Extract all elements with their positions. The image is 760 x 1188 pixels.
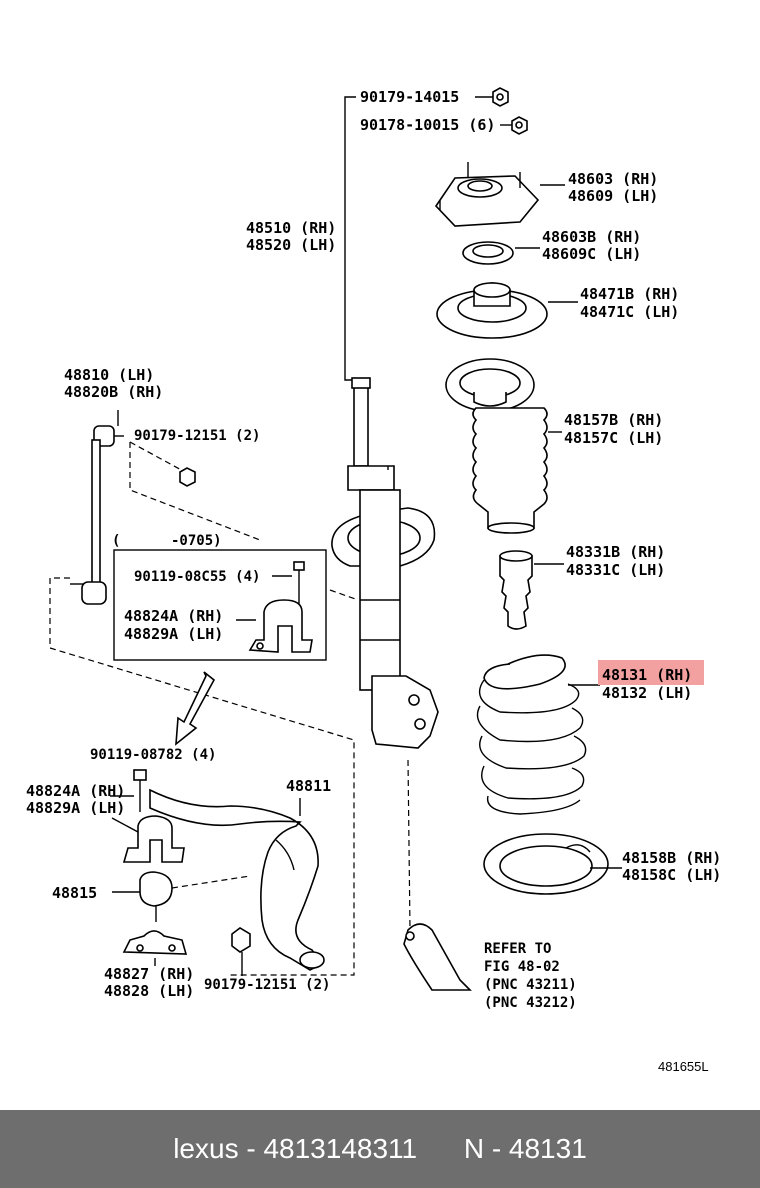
label-90179-12151-top: 90179-12151 (2) xyxy=(134,428,260,444)
refer-line-1: REFER TO xyxy=(484,941,551,957)
label-48810: 48810 (LH) xyxy=(64,366,154,384)
label-48131-highlighted[interactable]: 48131 (RH) xyxy=(602,666,692,684)
label-48815: 48815 xyxy=(52,884,97,902)
label-48829A-inset: 48829A (LH) xyxy=(124,625,223,643)
label-48471C: 48471C (LH) xyxy=(580,303,679,321)
label-48603B: 48603B (RH) xyxy=(542,228,641,246)
label-48827: 48827 (RH) xyxy=(104,965,194,983)
label-48824A-inset: 48824A (RH) xyxy=(124,607,223,625)
refer-line-2: FIG 48-02 xyxy=(484,959,560,975)
label-48471B: 48471B (RH) xyxy=(580,285,679,303)
diagram-code: 481655L xyxy=(658,1059,709,1074)
label-48157C: 48157C (LH) xyxy=(564,429,663,447)
label-48158B: 48158B (RH) xyxy=(622,849,721,867)
bolt-icon xyxy=(293,561,305,604)
label-48820B: 48820B (RH) xyxy=(64,383,163,401)
spring-seat-icon xyxy=(436,282,548,339)
label-48603: 48603 (RH) xyxy=(568,170,658,188)
label-48510: 48510 (RH) xyxy=(246,219,336,237)
label-90119-08782: 90119-08782 (4) xyxy=(90,747,216,763)
label-90179-12151-bottom: 90179-12151 (2) xyxy=(204,977,330,993)
footer-brand: lexus xyxy=(173,1133,239,1164)
bracket-icon xyxy=(122,930,188,955)
arrow-down-icon xyxy=(175,671,216,746)
dust-boot-icon xyxy=(445,358,548,534)
label-48829A: 48829A (LH) xyxy=(26,799,125,817)
footer-gap xyxy=(417,1133,464,1165)
label-48158C: 48158C (LH) xyxy=(622,866,721,884)
label-48331C: 48331C (LH) xyxy=(566,561,665,579)
nut-icon xyxy=(511,116,528,135)
highlight-box xyxy=(598,660,704,685)
refer-line-4: (PNC 43212) xyxy=(484,995,577,1011)
bump-stopper-icon xyxy=(499,550,533,630)
label-48811: 48811 xyxy=(286,777,331,795)
coil-spring-icon[interactable] xyxy=(476,654,587,815)
footer-bar: lexus - 4813148311 N - 48131 xyxy=(0,1110,760,1188)
nut-icon xyxy=(492,87,509,107)
label-48609: 48609 (LH) xyxy=(568,187,658,205)
inset-box xyxy=(113,549,327,661)
shock-absorber-icon xyxy=(331,377,439,749)
label-48520: 48520 (LH) xyxy=(246,236,336,254)
bracket-icon xyxy=(122,815,185,863)
label-90179-14015: 90179-14015 xyxy=(360,88,459,106)
label-date-range: ( -0705) xyxy=(112,533,222,549)
label-48824A: 48824A (RH) xyxy=(26,782,125,800)
label-48157B: 48157B (RH) xyxy=(564,411,663,429)
label-90119-08C55: 90119-08C55 (4) xyxy=(134,569,260,585)
label-48609C: 48609C (LH) xyxy=(542,245,641,263)
label-48828: 48828 (LH) xyxy=(104,982,194,1000)
nut-icon xyxy=(231,927,251,953)
refer-line-3: (PNC 43211) xyxy=(484,977,577,993)
footer-part-number: 4813148311 xyxy=(263,1133,418,1164)
lower-insulator-icon xyxy=(483,833,609,895)
parts-diagram: 90179-14015 90178-10015 (6) 48603 (RH) 4… xyxy=(26,87,721,1074)
stabilizer-link-icon xyxy=(70,425,124,605)
footer-separator: - xyxy=(238,1133,264,1164)
label-48331B: 48331B (RH) xyxy=(566,543,665,561)
bearing-ring-icon xyxy=(462,241,514,265)
bracket-icon xyxy=(248,599,313,653)
label-48132: 48132 (LH) xyxy=(602,684,692,702)
nut-icon xyxy=(179,467,196,487)
footer-ref: N - 48131 xyxy=(463,1133,587,1164)
bushing-icon xyxy=(139,871,173,922)
label-90178-10015: 90178-10015 (6) xyxy=(360,116,495,134)
strut-mount-icon xyxy=(434,162,540,227)
knuckle-icon xyxy=(403,923,472,991)
stabilizer-bar-icon xyxy=(149,788,325,971)
bolt-icon xyxy=(133,769,147,812)
